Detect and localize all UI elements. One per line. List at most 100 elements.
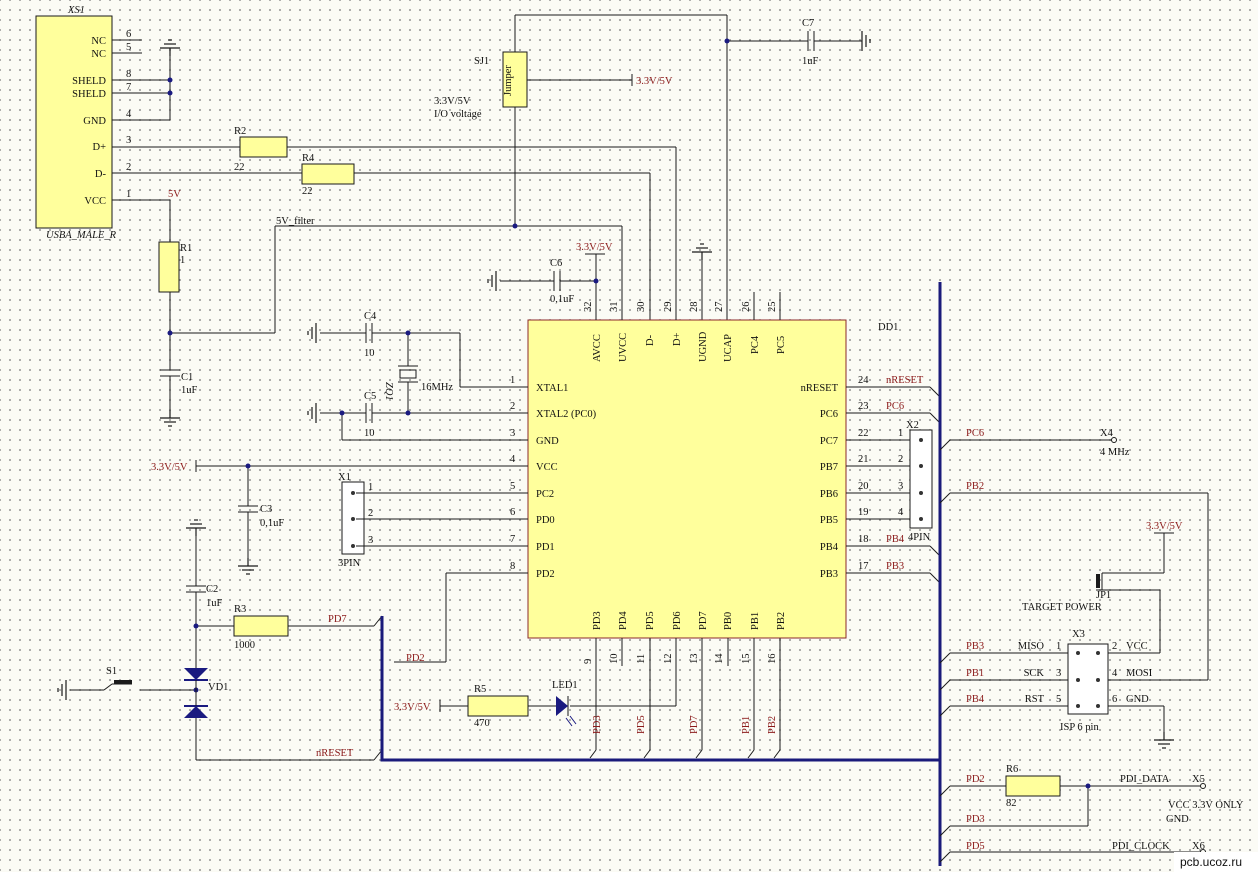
usb-part: USBA_MALE_R [46, 230, 117, 241]
usb-pin-label: D+ [92, 142, 106, 153]
isp-pin-number: 3 [1056, 668, 1061, 679]
connector-x3 [1067, 643, 1109, 715]
mcu-pin-label: GND [536, 436, 559, 447]
mcu-pin-label: AVCC [592, 334, 603, 362]
usb-pin-label: D- [95, 169, 107, 180]
mcu-pin-label: PD5 [645, 611, 656, 630]
watermark: pcb.ucoz.ru [1180, 855, 1242, 869]
c6-value: 0,1uF [550, 294, 574, 305]
usb-wires [112, 39, 302, 242]
r1-designator: R1 [180, 243, 192, 254]
r5-designator: R5 [474, 684, 486, 695]
jumper-note-io: I/O voltage [434, 109, 482, 120]
mcu-pin-number: 15 [741, 654, 752, 665]
mcu-pin-number: 30 [636, 302, 647, 313]
r6-designator: R6 [1006, 764, 1018, 775]
isp-net: PB3 [966, 641, 984, 652]
net-pb3: PB3 [886, 561, 904, 572]
x2-pin: 3 [898, 481, 903, 492]
usb-pin-number: 3 [126, 135, 131, 146]
mcu-pin-number: 9 [583, 659, 594, 664]
usb-pin-number: 8 [126, 69, 131, 80]
c3-value: 0,1uF [260, 518, 284, 529]
r3-value: 1000 [234, 640, 255, 651]
mcu-pin-label: UVCC [618, 333, 629, 362]
mcu-pin-number: 28 [689, 302, 700, 313]
mcu-pin-label: PD0 [536, 515, 555, 526]
x3-part: ISP 6 pin [1060, 722, 1099, 733]
mcu-pin-number: 31 [609, 302, 620, 313]
resistor-r4 [301, 163, 355, 185]
net-3v3-5v: 3.3V/5V [394, 702, 431, 713]
net-pd5: PD5 [636, 715, 647, 734]
mcu-pin-label: XTAL1 [536, 383, 568, 394]
net-pc6: PC6 [966, 428, 984, 439]
x3-designator: X3 [1072, 629, 1085, 640]
led-icon [556, 696, 568, 716]
mcu-pin-label: D- [645, 334, 656, 346]
connector-x2 [909, 429, 933, 529]
mcu-bottom-pins: PD3 PD4 PD5 PD6 PD7 PB0 PB1 PB2 9 10 11 … [583, 611, 787, 734]
x1-designator: X1 [338, 472, 351, 483]
ground-icon [237, 557, 259, 575]
x2-pin: 1 [898, 428, 903, 439]
net-pd3: PD3 [592, 715, 603, 734]
net-pd2: PD2 [406, 653, 425, 664]
mcu-pin-number: 20 [858, 481, 869, 492]
mcu-pin-label: PC5 [776, 336, 787, 354]
net-pb2: PB2 [966, 481, 984, 492]
resistor-r5 [467, 695, 529, 717]
mcu-pin-number: 6 [510, 507, 515, 518]
mcu-pin-number: 24 [858, 375, 869, 386]
r2-designator: R2 [234, 126, 246, 137]
x2-part: 4PIN [908, 532, 931, 543]
mcu-pin-number: 2 [510, 401, 515, 412]
x1-part: 3PIN [338, 558, 361, 569]
net-pb4: PB4 [886, 534, 905, 545]
ground-icon [57, 679, 67, 701]
ground-icon [307, 322, 317, 344]
pdi-clock-label: PDI_CLOCK [1112, 841, 1170, 852]
c4-value: 10 [364, 348, 375, 359]
x4-note: 4 MHz [1100, 447, 1130, 458]
mcu-pin-label: PD3 [592, 611, 603, 630]
r3-designator: R3 [234, 604, 246, 615]
r4-designator: R4 [302, 153, 315, 164]
mcu-pin-number: 7 [510, 534, 515, 545]
mcu-pin-label: PC7 [820, 436, 838, 447]
mcu-pin-number: 29 [663, 302, 674, 313]
pdi-note-vcc: VCC 3.3V ONLY [1168, 800, 1244, 811]
usb-pin-label: SHELD [72, 76, 106, 87]
net-pd3: PD3 [966, 814, 985, 825]
isp-pin-number: 4 [1112, 668, 1118, 679]
usb-pin-label: NC [91, 36, 106, 47]
mcu-pin-label: PD2 [536, 569, 555, 580]
net-3v3-5v: 3.3V/5V [636, 76, 673, 87]
mcu-pin-label: XTAL2 (PC0) [536, 409, 597, 420]
c5-designator: C5 [364, 391, 376, 402]
diode-icon [184, 668, 208, 680]
usb-pin-label: NC [91, 49, 106, 60]
net-pd5: PD5 [966, 841, 985, 852]
usb-pin-number: 7 [126, 82, 131, 93]
usb-pin-label: SHELD [72, 89, 106, 100]
mcu-pin-label: PD4 [618, 611, 629, 630]
x6-designator: X6 [1192, 841, 1205, 852]
x2-pin: 2 [898, 454, 903, 465]
mcu-pin-number: 18 [858, 534, 869, 545]
c2-value: 1uF [206, 598, 223, 609]
ground-icon [159, 39, 181, 57]
led-designator: LED1 [552, 680, 578, 691]
c6-designator: C6 [550, 258, 562, 269]
net-nreset: nRESET [316, 748, 354, 759]
mcu-pin-number: 16 [767, 654, 778, 665]
crystal-value: 16MHz [421, 382, 453, 393]
jumper-note-voltage: 3.3V/5V [434, 96, 471, 107]
isp-pin-label: MISO [1018, 641, 1045, 652]
mcu-pin-label: PB2 [776, 612, 787, 630]
net-pd7: PD7 [689, 715, 700, 734]
mcu-pin-label: PC4 [750, 335, 761, 354]
c7-value: 1uF [802, 56, 819, 67]
mcu-pin-number: 14 [714, 653, 725, 664]
